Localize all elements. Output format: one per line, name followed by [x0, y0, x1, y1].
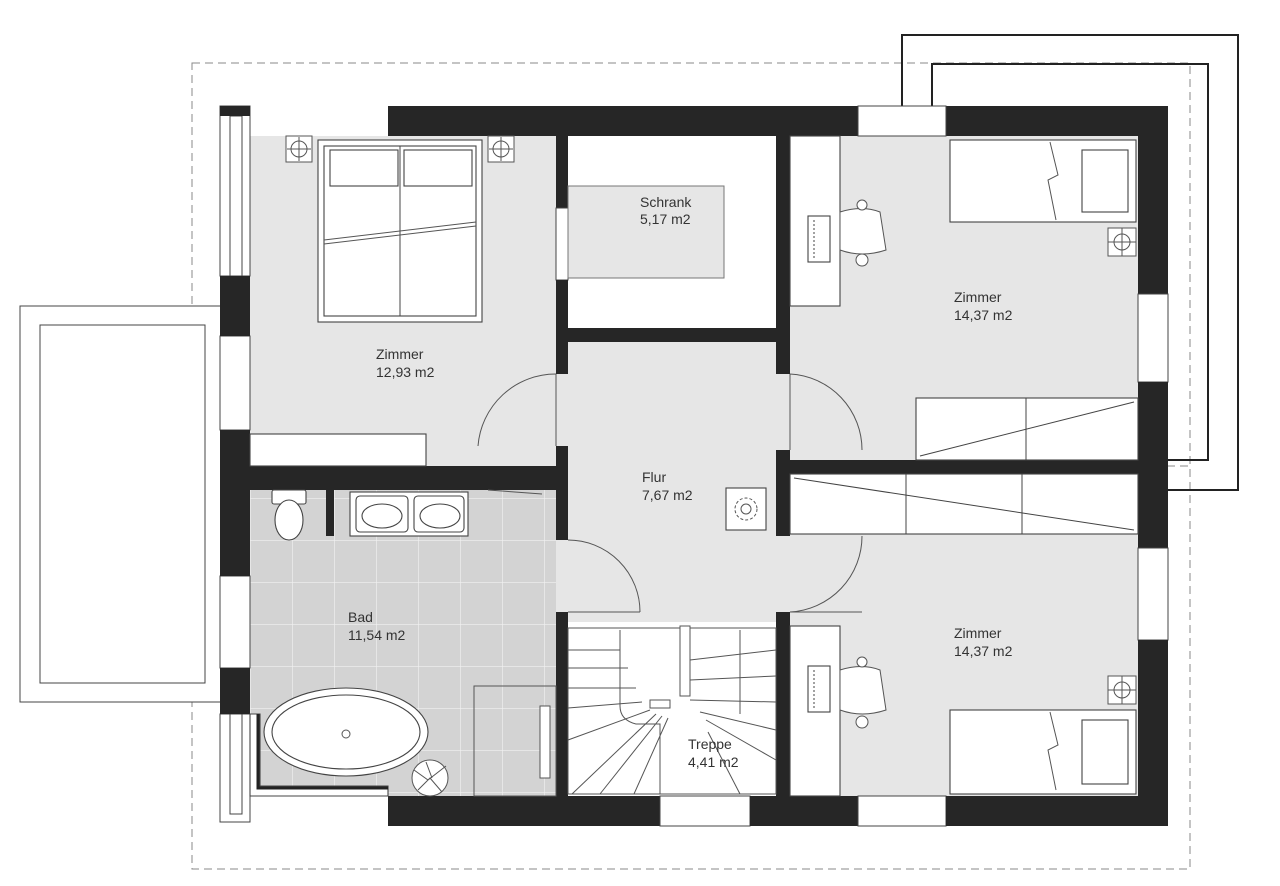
office-chair-icon: [839, 656, 887, 729]
room-name-zimmer-top-right: Zimmer: [954, 289, 1002, 305]
door-swings: [477, 373, 863, 613]
room-floor-treppe: [568, 628, 776, 794]
toilet-icon: [271, 489, 307, 541]
room-name-schrank: Schrank: [640, 194, 692, 210]
lamp-icon: [1107, 227, 1137, 257]
room-area-flur: 7,67 m2: [642, 487, 693, 503]
single-bed-icon: [949, 709, 1137, 795]
room-name-zimmer-left: Zimmer: [376, 346, 424, 362]
wardrobe-top-right: [915, 397, 1139, 461]
room-name-flur: Flur: [642, 469, 666, 485]
room-area-zimmer-top-right: 14,37 m2: [954, 307, 1013, 323]
walls: [220, 105, 1169, 827]
balcony-left: [19, 305, 223, 703]
lamp-icon: [285, 135, 515, 163]
shower: [473, 489, 557, 797]
wardrobe: [567, 185, 725, 279]
chimney-icon: [725, 487, 767, 531]
lamp-icon: [1107, 675, 1137, 705]
wardrobe-bottom-right: [789, 473, 1139, 535]
room-area-zimmer-left: 12,93 m2: [376, 364, 435, 380]
room-name-zimmer-bottom-right: Zimmer: [954, 625, 1002, 641]
sink-icon: [349, 491, 469, 537]
dresser: [249, 433, 427, 467]
plant-icon: [411, 759, 449, 797]
double-bed-icon: [317, 139, 483, 323]
computer-icon: [807, 215, 831, 263]
bathtub-icon: [263, 687, 429, 777]
office-chair-icon: [839, 199, 887, 267]
room-name-treppe: Treppe: [688, 736, 732, 752]
room-area-zimmer-bottom-right: 14,37 m2: [954, 643, 1013, 659]
room-area-bad: 11,54 m2: [348, 627, 406, 643]
room-area-treppe: 4,41 m2: [688, 754, 739, 770]
room-floor-flur: [556, 342, 790, 622]
room-area-schrank: 5,17 m2: [640, 211, 691, 227]
computer-icon: [807, 665, 831, 713]
single-bed-icon: [949, 139, 1137, 223]
room-name-bad: Bad: [348, 609, 373, 625]
staircase: [567, 625, 777, 795]
